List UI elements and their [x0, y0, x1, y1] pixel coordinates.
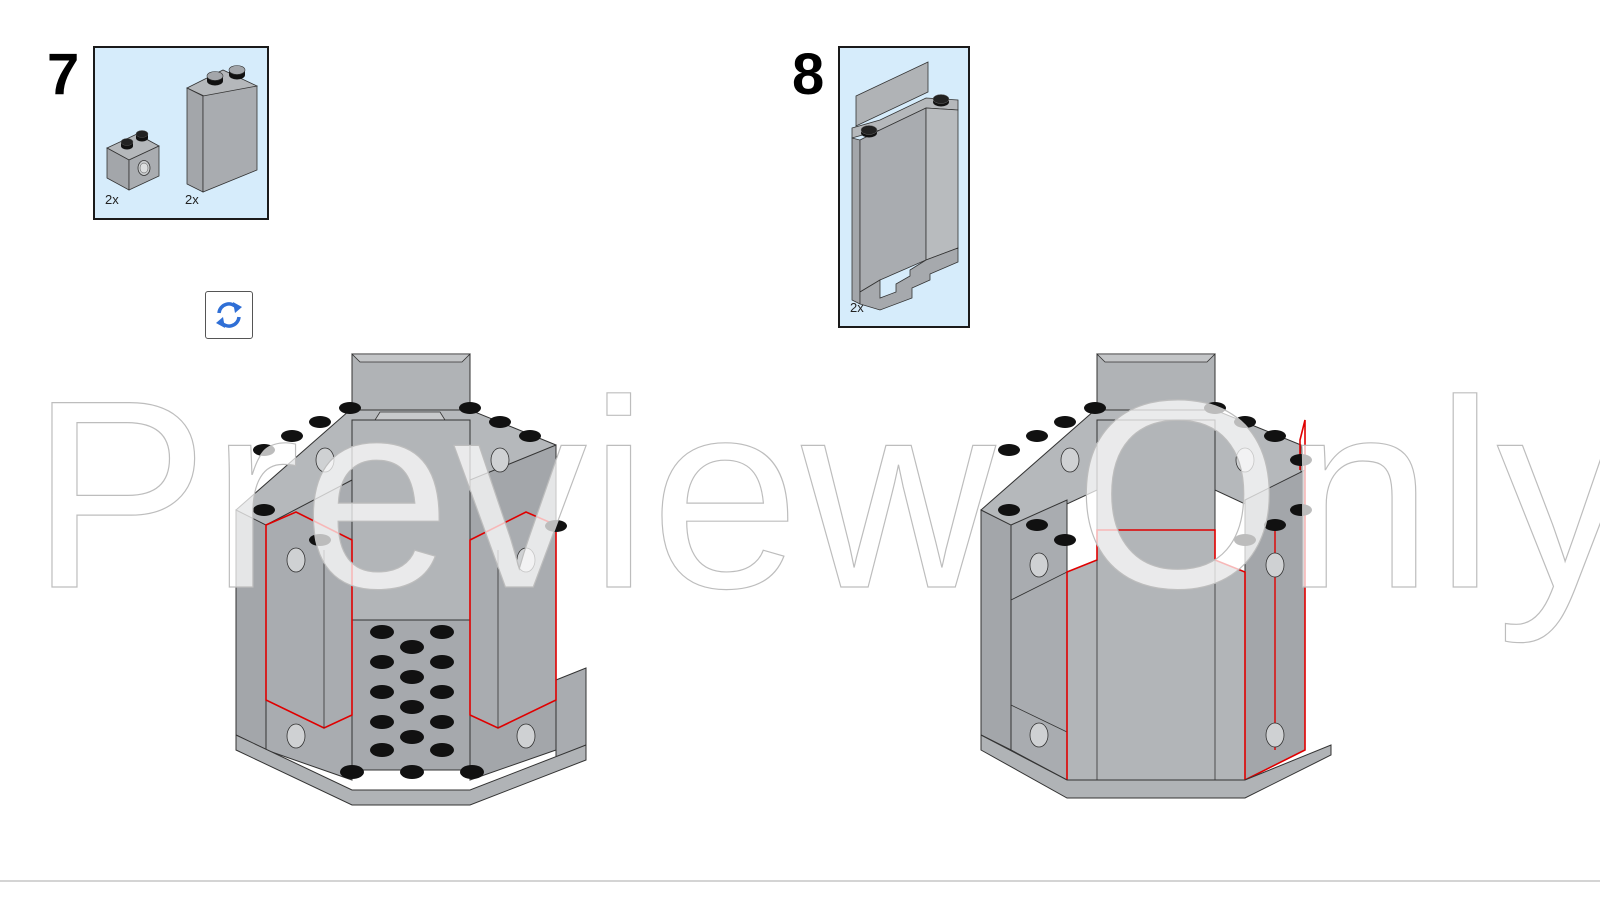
parts-callout-step-8: 2x: [838, 46, 970, 328]
technic-brick-1x2-icon: [106, 65, 258, 193]
part-quantity: 2x: [185, 192, 199, 207]
part-quantity: 2x: [105, 192, 119, 207]
step-number-8: 8: [792, 42, 825, 107]
bottom-divider: [0, 880, 1600, 902]
step-number-7: 7: [47, 42, 80, 107]
rotate-model-button[interactable]: [205, 291, 253, 339]
model-step-7: [235, 353, 587, 806]
part-quantity: 2x: [850, 300, 864, 315]
panel-corner-wall-icon: [851, 61, 959, 311]
rotate-arrows-icon: [216, 302, 242, 328]
model-step-8: [980, 353, 1332, 799]
parts-callout-step-7: 2x 2x: [93, 46, 269, 220]
